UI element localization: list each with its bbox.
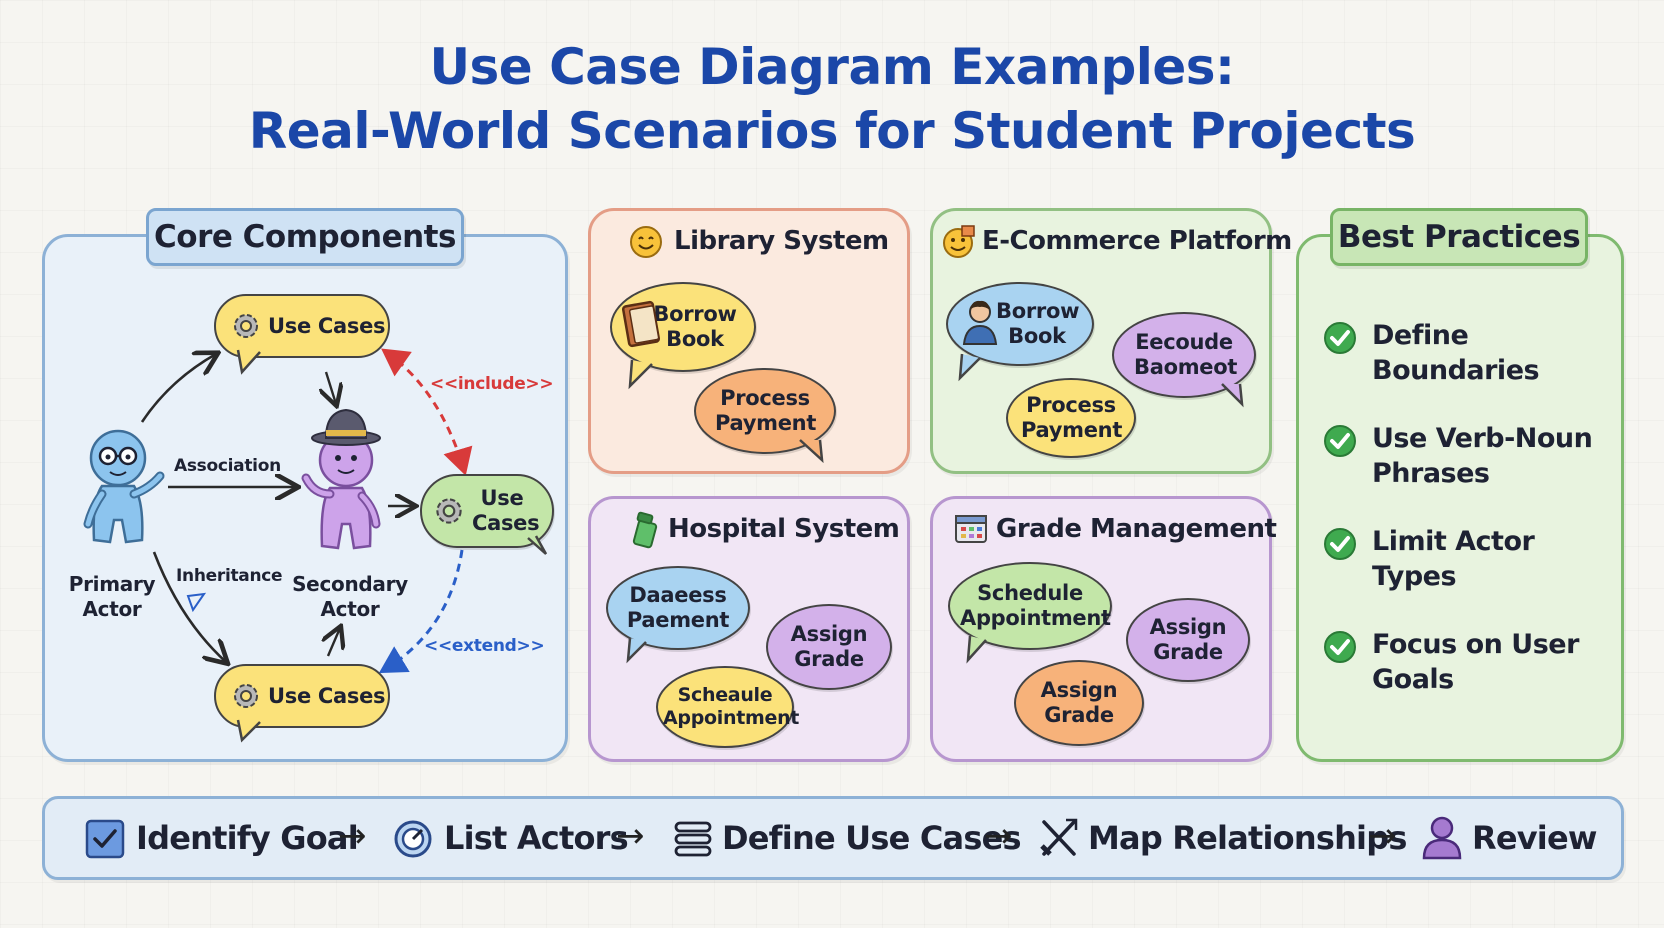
library-bubble-1-tail (628, 359, 653, 390)
ecom-bubble-1-tail (958, 353, 981, 382)
workflow-bar (42, 796, 1624, 880)
check-circle-icon (1324, 425, 1356, 457)
grade-management-title: Grade Management (996, 514, 1277, 544)
use-case-right-tail (527, 535, 548, 555)
best-practice-text: Define Boundaries (1372, 320, 1540, 386)
grade-bubble-assign-grade-2: Assign Grade (1014, 660, 1144, 746)
use-case-bottom-tail (236, 719, 261, 743)
extend-arrow (378, 549, 464, 674)
best-practice-text: Limit Actor Types (1372, 526, 1535, 592)
secondary-actor-label: Secondary Actor (292, 572, 408, 621)
workflow-step-list-actors: List Actors (444, 819, 629, 857)
extend-label: <<extend>> (424, 636, 545, 656)
ecom-bubble-2-tail (1221, 383, 1244, 408)
use-case-right-label: Use Cases (472, 486, 540, 535)
user-icon (1422, 816, 1462, 860)
hospital-bubble-assign-grade: Assign Grade (766, 604, 892, 690)
inheritance-label: Inheritance (176, 566, 283, 586)
list-icon (674, 821, 712, 857)
secondary-actor-figure-icon (301, 408, 381, 550)
smiley-icon (630, 226, 662, 258)
workflow-arrow: → (616, 816, 645, 856)
library-system-title: Library System (674, 226, 889, 256)
ecom-bubble-process-payment: Process Payment (1006, 378, 1136, 458)
arrow-primary-to-bottom (152, 551, 226, 662)
core-components-tab: Core Components (146, 208, 464, 266)
ecom-bubble-eecoude-baomeot: Eecoude Baomeot (1112, 312, 1256, 398)
use-case-top: Use Cases (214, 294, 390, 358)
include-label: <<include>> (430, 374, 554, 394)
association-label: Association (174, 456, 281, 476)
check-circle-icon (1324, 631, 1356, 663)
arrow-bottom-to-secondary (328, 628, 340, 657)
ecom-bubble-borrow-book: Borrow Book (946, 282, 1094, 366)
gear-icon (234, 684, 258, 708)
best-practice-text: Use Verb-Noun Phrases (1372, 423, 1593, 489)
inheritance-triangle-icon (186, 592, 207, 613)
primary-actor-figure-icon (83, 429, 165, 544)
target-icon (394, 820, 432, 858)
use-case-bottom: Use Cases (214, 664, 390, 728)
workflow-step-define-use-cases: Define Use Cases (722, 819, 1022, 857)
medicine-bottle-icon (632, 511, 658, 549)
workflow-arrow: → (1368, 816, 1397, 856)
use-case-right: Use Cases (420, 474, 554, 548)
hospital-system-title: Hospital System (668, 514, 900, 544)
hospital-bubble-schedule-appointment: Scheaule Appointment (656, 666, 799, 748)
workflow-step-review: Review (1472, 819, 1597, 857)
book-icon (621, 300, 661, 348)
crossed-tools-icon (1040, 818, 1078, 856)
checkbox-icon (85, 819, 125, 859)
person-icon (962, 300, 998, 345)
calendar-icon (955, 515, 987, 543)
check-circle-icon (1324, 322, 1356, 354)
check-circle-icon (1324, 528, 1356, 560)
best-practice-text: Focus on User Goals (1372, 629, 1579, 695)
grade-bubble-schedule-appointment: Schedule Appointment (948, 562, 1112, 650)
cart-smiley-icon (943, 225, 975, 258)
arrow-top-to-secondary (326, 371, 336, 404)
workflow-step-map-relationships: Map Relationships (1088, 819, 1407, 857)
include-arrow (381, 348, 473, 476)
library-bubble-2-tail (799, 439, 824, 464)
primary-actor-label: Primary Actor (68, 572, 156, 621)
workflow-arrow: → (984, 816, 1013, 856)
use-case-top-tail (236, 349, 261, 375)
page-title-line1: Use Case Diagram Examples: (429, 38, 1235, 96)
best-practices-panel (1296, 234, 1624, 762)
use-case-top-label: Use Cases (268, 314, 386, 338)
best-practices-tab: Best Practices (1330, 208, 1588, 266)
hospital-bubble-1-tail (626, 637, 647, 664)
grade-bubble-1-tail (966, 635, 987, 664)
gear-icon (436, 498, 462, 524)
workflow-step-identify-goal: Identify Goal (136, 819, 359, 857)
gear-icon (234, 314, 258, 338)
arrow-primary-to-top (140, 354, 216, 423)
use-case-bottom-label: Use Cases (268, 684, 386, 708)
workflow-arrow: → (338, 816, 367, 856)
library-bubble-process-payment: Process Payment (694, 368, 836, 454)
hospital-bubble-daaeess-paement: Daaeess Paement (606, 566, 750, 650)
grade-bubble-assign-grade-1: Assign Grade (1126, 598, 1250, 682)
ecommerce-title: E-Commerce Platform (982, 226, 1292, 256)
page-title-line2: Real-World Scenarios for Student Project… (248, 102, 1416, 160)
